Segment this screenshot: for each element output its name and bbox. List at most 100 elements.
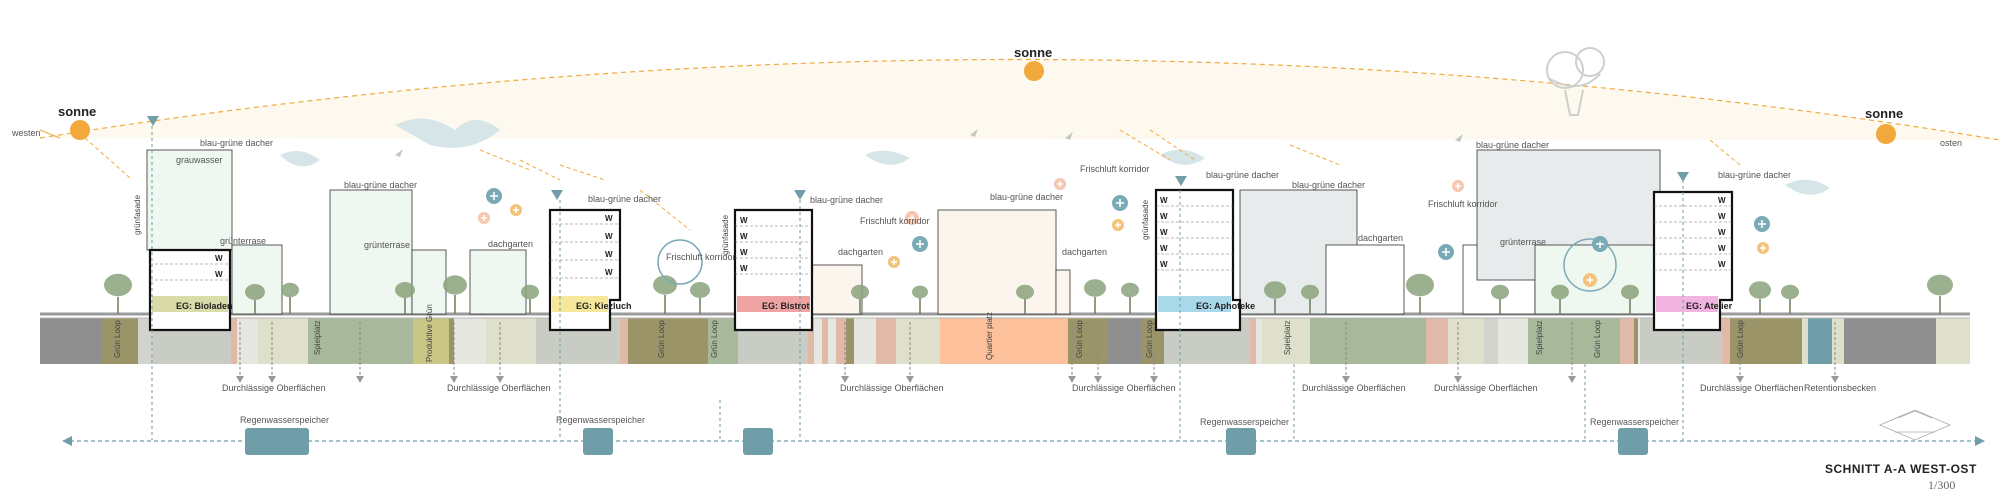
tree-crown <box>1927 274 1953 296</box>
arrow-down-icon <box>236 376 244 383</box>
cloud-icon <box>395 118 500 148</box>
window-mark: W <box>740 232 748 241</box>
shop-color-bar <box>552 296 608 312</box>
strip-label: Grün Loop <box>710 320 719 358</box>
tree-crown <box>1301 284 1319 300</box>
tree-crown <box>1084 279 1106 297</box>
roof-label: grünterrase <box>1500 237 1546 247</box>
roof-label: blau-grüne dacher <box>200 138 273 148</box>
roof-label: dachgarten <box>838 247 883 257</box>
window-mark: W <box>1718 228 1726 237</box>
strip-label: Spielplatz <box>1283 320 1292 355</box>
strip-label: Spielplatz <box>1535 320 1544 355</box>
storage-label: Regenwasserspeicher <box>1590 417 1679 427</box>
tree-crown <box>690 282 710 298</box>
tree-crown <box>851 284 869 300</box>
trees <box>104 273 1953 314</box>
shop-label: EG: Kiezluch <box>576 301 632 311</box>
strip-label: Produktive Grün <box>425 304 434 362</box>
shop-color-bar <box>152 296 228 312</box>
tree-crown <box>1121 282 1139 298</box>
tree-crown <box>1016 284 1034 300</box>
shop-color-bar <box>737 296 810 312</box>
arrow-down-icon <box>356 376 364 383</box>
strip-label: Grün Loop <box>1075 320 1084 358</box>
shop-label: EG: Atelier <box>1686 301 1733 311</box>
shop-label: EG: Bioladen <box>176 301 233 311</box>
facade-label: grünfasade <box>133 194 142 235</box>
background-buildings <box>146 149 1661 315</box>
window-mark: W <box>605 232 613 241</box>
plus-mark <box>1116 199 1124 207</box>
window-mark: W <box>605 268 613 277</box>
plus-mark <box>1057 181 1063 187</box>
roof-label: grünterrase <box>364 240 410 250</box>
roof-label: dachgarten <box>1062 247 1107 257</box>
cloud-icon <box>865 150 910 165</box>
cloud-balloon-icon <box>1546 47 1605 116</box>
facade-label: grünfasade <box>1141 199 1150 240</box>
cloud-icon <box>1160 149 1205 165</box>
facade-label: grünfasade <box>721 214 730 255</box>
strip-label: Quartier platz <box>985 312 994 360</box>
cloud-icon <box>280 151 320 167</box>
tree-crown <box>104 273 132 297</box>
sun-path-end-west <box>39 129 61 139</box>
plus-mark <box>1586 276 1594 284</box>
arrow-down-icon <box>1150 376 1158 383</box>
retention-label: Retentionsbecken <box>1804 383 1876 393</box>
plus-mark <box>481 215 487 221</box>
window-mark: W <box>1160 212 1168 221</box>
tree-crown <box>245 284 265 300</box>
plus-mark <box>1442 248 1450 256</box>
arrow-down-icon <box>450 376 458 383</box>
window-mark: W <box>1718 212 1726 221</box>
permeable-label: Durchlässige Oberflächen <box>1434 383 1538 393</box>
tree-crown <box>912 285 928 299</box>
storage-label: Regenwasserspeicher <box>240 415 329 425</box>
permeable-label: Durchlässige Oberflächen <box>840 383 944 393</box>
tree-crown <box>443 275 467 295</box>
window-mark: W <box>740 264 748 273</box>
strip-label: Grün Loop <box>657 320 666 358</box>
roof-label: grauwasser <box>176 155 223 165</box>
arrow-down-icon <box>1831 376 1839 383</box>
roof-label: dachgarten <box>1358 233 1403 243</box>
window-mark: W <box>1160 244 1168 253</box>
arrow-down-icon <box>906 376 914 383</box>
window-mark: W <box>215 254 223 263</box>
tree-crown <box>1406 273 1434 297</box>
arrow-down-icon <box>1094 376 1102 383</box>
sun-icon-west <box>70 120 90 140</box>
sun-label-east: sonne <box>1865 106 1903 121</box>
tree-crown <box>1551 284 1569 300</box>
roof-label: blau-grüne dacher <box>344 180 417 190</box>
plus-mark <box>908 214 916 222</box>
permeable-label: Durchlässige Oberflächen <box>1700 383 1804 393</box>
arrow-down-icon <box>496 376 504 383</box>
strip-label: Grün Loop <box>113 320 122 358</box>
fresh-air-label: Frischluft korridor <box>860 216 930 226</box>
tree-crown <box>1781 284 1799 300</box>
drawing-title: SCHNITT A-A WEST-OST <box>1825 462 1977 476</box>
strip-label: Spielplatz <box>313 320 322 355</box>
sun-label-west: sonne <box>58 104 96 119</box>
window-mark: W <box>605 250 613 259</box>
shop-label: EG: Aphoteke <box>1196 301 1255 311</box>
permeable-arrows <box>236 322 1839 383</box>
window-mark: W <box>740 216 748 225</box>
strip-label: Grün Loop <box>1145 320 1154 358</box>
shop-bars <box>152 296 1718 312</box>
arrow-down-icon <box>841 376 849 383</box>
direction-west: westen <box>11 128 41 138</box>
roof-label: grünterrase <box>220 236 266 246</box>
plus-mark <box>1455 183 1461 189</box>
sun-glow <box>40 59 2000 140</box>
window-mark: W <box>1160 260 1168 269</box>
arrow-left-icon <box>62 436 72 446</box>
roof-label: blau-grüne dacher <box>1718 170 1791 180</box>
tree-crown <box>1621 284 1639 300</box>
roof-label: blau-grüne dacher <box>588 194 661 204</box>
